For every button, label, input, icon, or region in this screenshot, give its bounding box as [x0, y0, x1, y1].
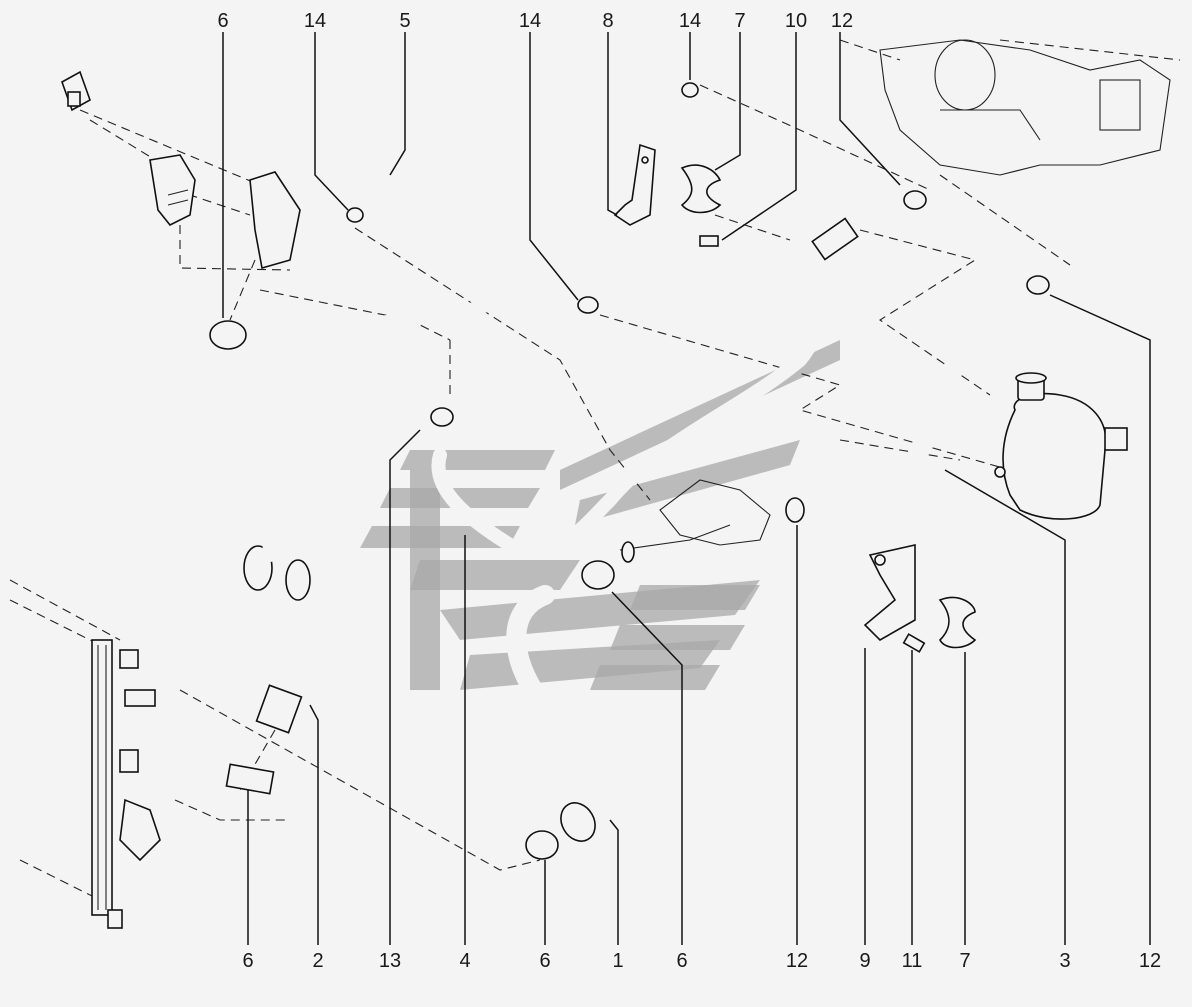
hose-upper-bypass [262, 282, 567, 562]
callout-bottom-6: 1 [612, 950, 623, 972]
outlet-neck [249, 171, 301, 270]
hose-2-end [255, 684, 303, 734]
callout-bottom-8: 12 [786, 950, 808, 972]
thermostat-housing [149, 154, 196, 227]
clamp-14-left [346, 207, 364, 223]
hose-4 [431, 217, 859, 556]
clamp-12-upper [903, 190, 927, 210]
callout-top-3: 5 [399, 10, 410, 32]
callout-bottom-10: 11 [902, 950, 923, 972]
leader-lines [222, 32, 1151, 945]
callout-top-9: 12 [831, 10, 853, 32]
clip-7-lower [938, 596, 977, 649]
callout-top-6: 14 [679, 10, 701, 32]
clamp-12-right [1026, 275, 1050, 295]
callout-bottom-12: 3 [1059, 950, 1070, 972]
callout-bottom-9: 9 [859, 950, 870, 972]
callout-top-8: 10 [785, 10, 807, 32]
clamp-13 [430, 407, 454, 427]
bolt-11 [902, 633, 926, 653]
hose-3 [808, 288, 1017, 512]
sleeve-6-bottom [225, 763, 275, 795]
expansion-tank [994, 372, 1128, 520]
clamps [209, 82, 1050, 860]
callout-bottom-3: 13 [379, 950, 401, 972]
engine-block-sketch [879, 39, 1171, 176]
hose-1 [506, 585, 643, 855]
clamp-6-middle [581, 560, 615, 590]
callout-top-4: 14 [519, 10, 541, 32]
hose-5 [348, 65, 667, 197]
hose-4-end [811, 217, 859, 261]
bracket-9 [863, 544, 916, 641]
clip-7-upper [680, 164, 722, 214]
clamp-14-right [681, 82, 699, 98]
clamp-12-lower [785, 497, 805, 523]
bracket-8 [613, 143, 656, 226]
callout-bottom-11: 7 [959, 950, 970, 972]
callout-top-7: 7 [734, 10, 745, 32]
callouts-top: 6 14 5 14 8 14 7 10 12 [217, 10, 853, 32]
callout-bottom-13: 12 [1139, 950, 1161, 972]
coolant-pipe-assembly [619, 479, 771, 563]
callout-top-5: 8 [602, 10, 613, 32]
callout-bottom-1: 6 [242, 950, 253, 972]
clamp-6-lower [525, 830, 559, 860]
filler-neck [61, 70, 91, 112]
clamp-6-upper [209, 320, 247, 350]
callout-bottom-4: 4 [459, 950, 470, 972]
callout-bottom-7: 6 [676, 950, 687, 972]
clamp-14-mid [577, 296, 599, 314]
hose-2 [83, 361, 345, 734]
bolt-10 [699, 235, 719, 247]
radiator [91, 639, 161, 929]
callout-top-1: 6 [217, 10, 228, 32]
callout-top-2: 14 [304, 10, 326, 32]
callout-bottom-2: 2 [312, 950, 323, 972]
callouts-bottom: 6 2 13 4 6 1 6 12 9 11 7 3 12 [242, 950, 1161, 972]
hose-1-end [560, 802, 596, 842]
callout-bottom-5: 6 [539, 950, 550, 972]
